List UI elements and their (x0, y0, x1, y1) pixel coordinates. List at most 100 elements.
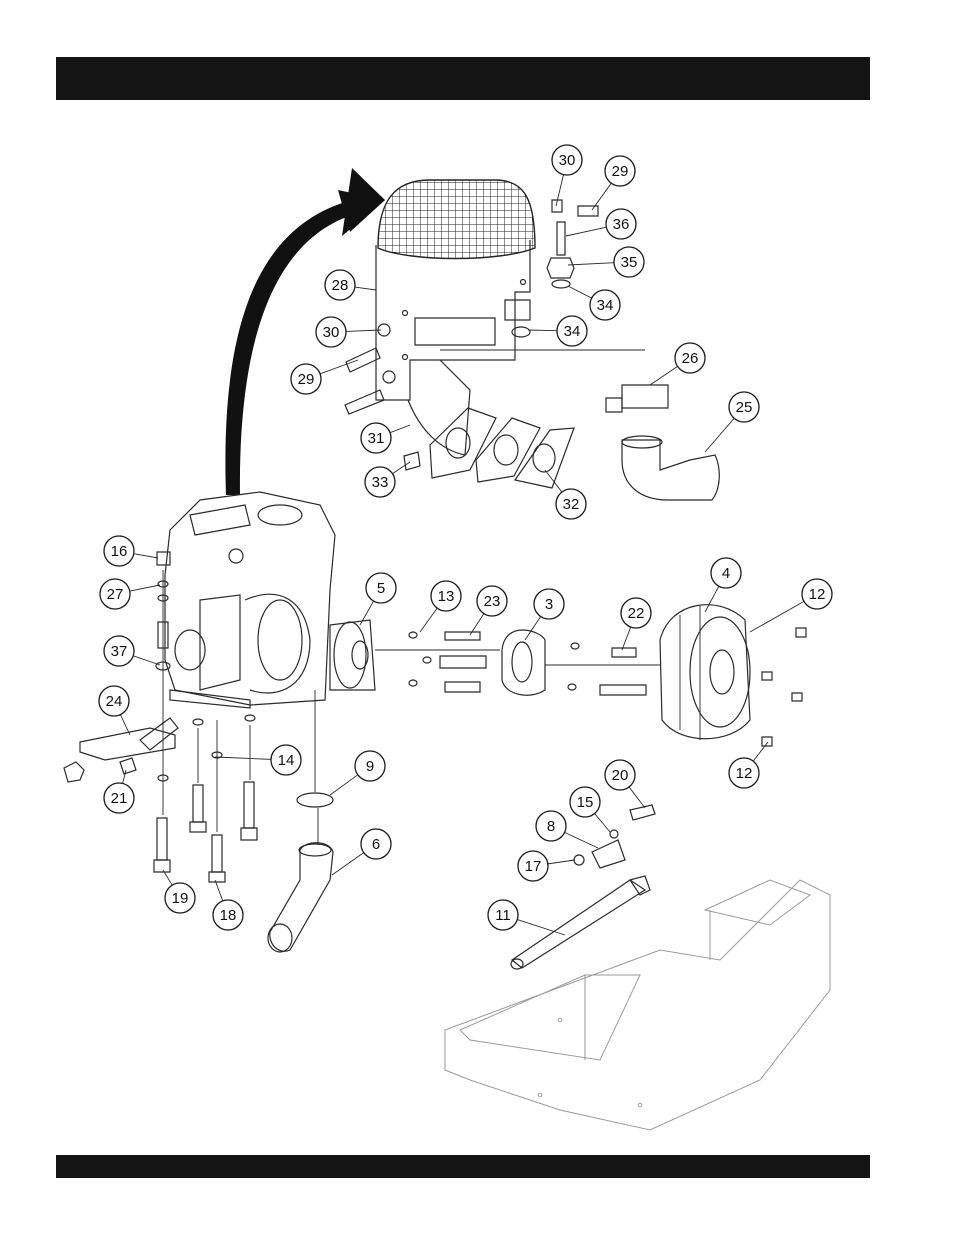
callout-leader-18 (215, 880, 223, 901)
callout-label: 29 (612, 163, 629, 180)
callout-label: 16 (111, 543, 128, 560)
callout-leader-3 (525, 616, 541, 640)
discharge-elbow (268, 690, 333, 952)
callout-leaders (120, 175, 804, 935)
callout-label: 17 (525, 858, 542, 875)
callout-label: 4 (722, 565, 730, 582)
callout-label: 32 (563, 496, 580, 513)
callout-label: 34 (564, 323, 581, 340)
callout-leader-4 (705, 586, 719, 612)
callout-label: 18 (220, 907, 237, 924)
callout-12: 12 (729, 758, 759, 788)
callout-18: 18 (213, 900, 243, 930)
callout-36: 36 (606, 209, 636, 239)
callout-14: 14 (271, 745, 301, 775)
callout-label: 9 (366, 758, 374, 775)
callout-leader-29 (592, 183, 611, 210)
engine (165, 492, 335, 708)
callout-leader-14 (215, 757, 271, 759)
callout-label: 28 (332, 277, 349, 294)
callout-leader-28 (355, 287, 376, 290)
callout-leader-15 (595, 814, 610, 832)
callout-label: 22 (628, 605, 645, 622)
callout-20: 20 (605, 760, 635, 790)
callout-16: 16 (104, 536, 134, 566)
callout-19: 19 (165, 883, 195, 913)
callout-31: 31 (361, 423, 391, 453)
callout-34: 34 (590, 290, 620, 320)
callout-leader-22 (622, 627, 631, 650)
callout-label: 23 (484, 593, 501, 610)
callout-26: 26 (675, 343, 705, 373)
callout-30: 30 (552, 145, 582, 175)
callout-leader-33 (392, 462, 410, 474)
callout-33: 33 (365, 467, 395, 497)
callout-34: 34 (557, 316, 587, 346)
callout-leader-31 (390, 425, 410, 433)
intake-elbow (622, 440, 719, 500)
callout-label: 37 (111, 643, 128, 660)
callout-11: 11 (488, 900, 518, 930)
callout-label: 20 (612, 767, 629, 784)
callout-leader-36 (566, 227, 606, 236)
callout-label: 30 (323, 324, 340, 341)
callout-leader-12 (753, 742, 768, 761)
callout-label: 27 (107, 586, 124, 603)
callout-leader-26 (650, 366, 678, 385)
callout-leader-8 (565, 832, 598, 848)
callout-17: 17 (518, 851, 548, 881)
callout-leader-32 (545, 470, 562, 492)
gasket-2 (476, 418, 540, 482)
callout-5: 5 (366, 573, 396, 603)
callout-29: 29 (605, 156, 635, 186)
callout-label: 15 (577, 794, 594, 811)
callout-label: 25 (736, 399, 753, 416)
callout-35: 35 (614, 247, 644, 277)
callout-13: 13 (431, 581, 461, 611)
callout-21: 21 (104, 783, 134, 813)
callout-label: 36 (613, 216, 630, 233)
callout-8: 8 (536, 811, 566, 841)
callout-leader-17 (548, 860, 575, 864)
air-cleaner-assembly (345, 180, 719, 500)
callout-28: 28 (325, 270, 355, 300)
callout-leader-35 (568, 263, 614, 265)
callout-label: 3 (545, 596, 553, 613)
callout-27: 27 (100, 579, 130, 609)
callout-3: 3 (534, 589, 564, 619)
callout-23: 23 (477, 586, 507, 616)
callout-37: 37 (104, 636, 134, 666)
callout-9: 9 (355, 751, 385, 781)
callout-label: 6 (372, 836, 380, 853)
callout-label: 11 (495, 907, 511, 924)
callout-leader-11 (517, 920, 565, 935)
callout-label: 31 (368, 430, 385, 447)
callout-leader-9 (330, 775, 358, 795)
callout-label: 8 (547, 818, 555, 835)
callout-label: 29 (298, 371, 315, 388)
callout-leader-29 (320, 360, 358, 374)
callout-label: 35 (621, 254, 638, 271)
callout-label: 21 (111, 790, 128, 807)
gasket-1 (430, 408, 496, 478)
impeller (502, 630, 545, 695)
pump-components (330, 605, 806, 746)
callout-label: 24 (106, 693, 123, 710)
callout-leader-34 (528, 330, 557, 331)
callout-15: 15 (570, 787, 600, 817)
callout-leader-6 (332, 853, 364, 875)
callout-label: 14 (278, 752, 295, 769)
callout-label: 34 (597, 297, 614, 314)
callout-label: 5 (377, 580, 385, 597)
callout-32: 32 (556, 489, 586, 519)
callout-4: 4 (711, 558, 741, 588)
hose-clamp (622, 385, 668, 408)
callout-leader-20 (629, 787, 645, 808)
callout-leader-13 (420, 608, 437, 632)
callout-6: 6 (361, 829, 391, 859)
callout-label: 12 (736, 765, 753, 782)
callout-label: 13 (438, 588, 455, 605)
callout-leader-24 (120, 715, 130, 735)
